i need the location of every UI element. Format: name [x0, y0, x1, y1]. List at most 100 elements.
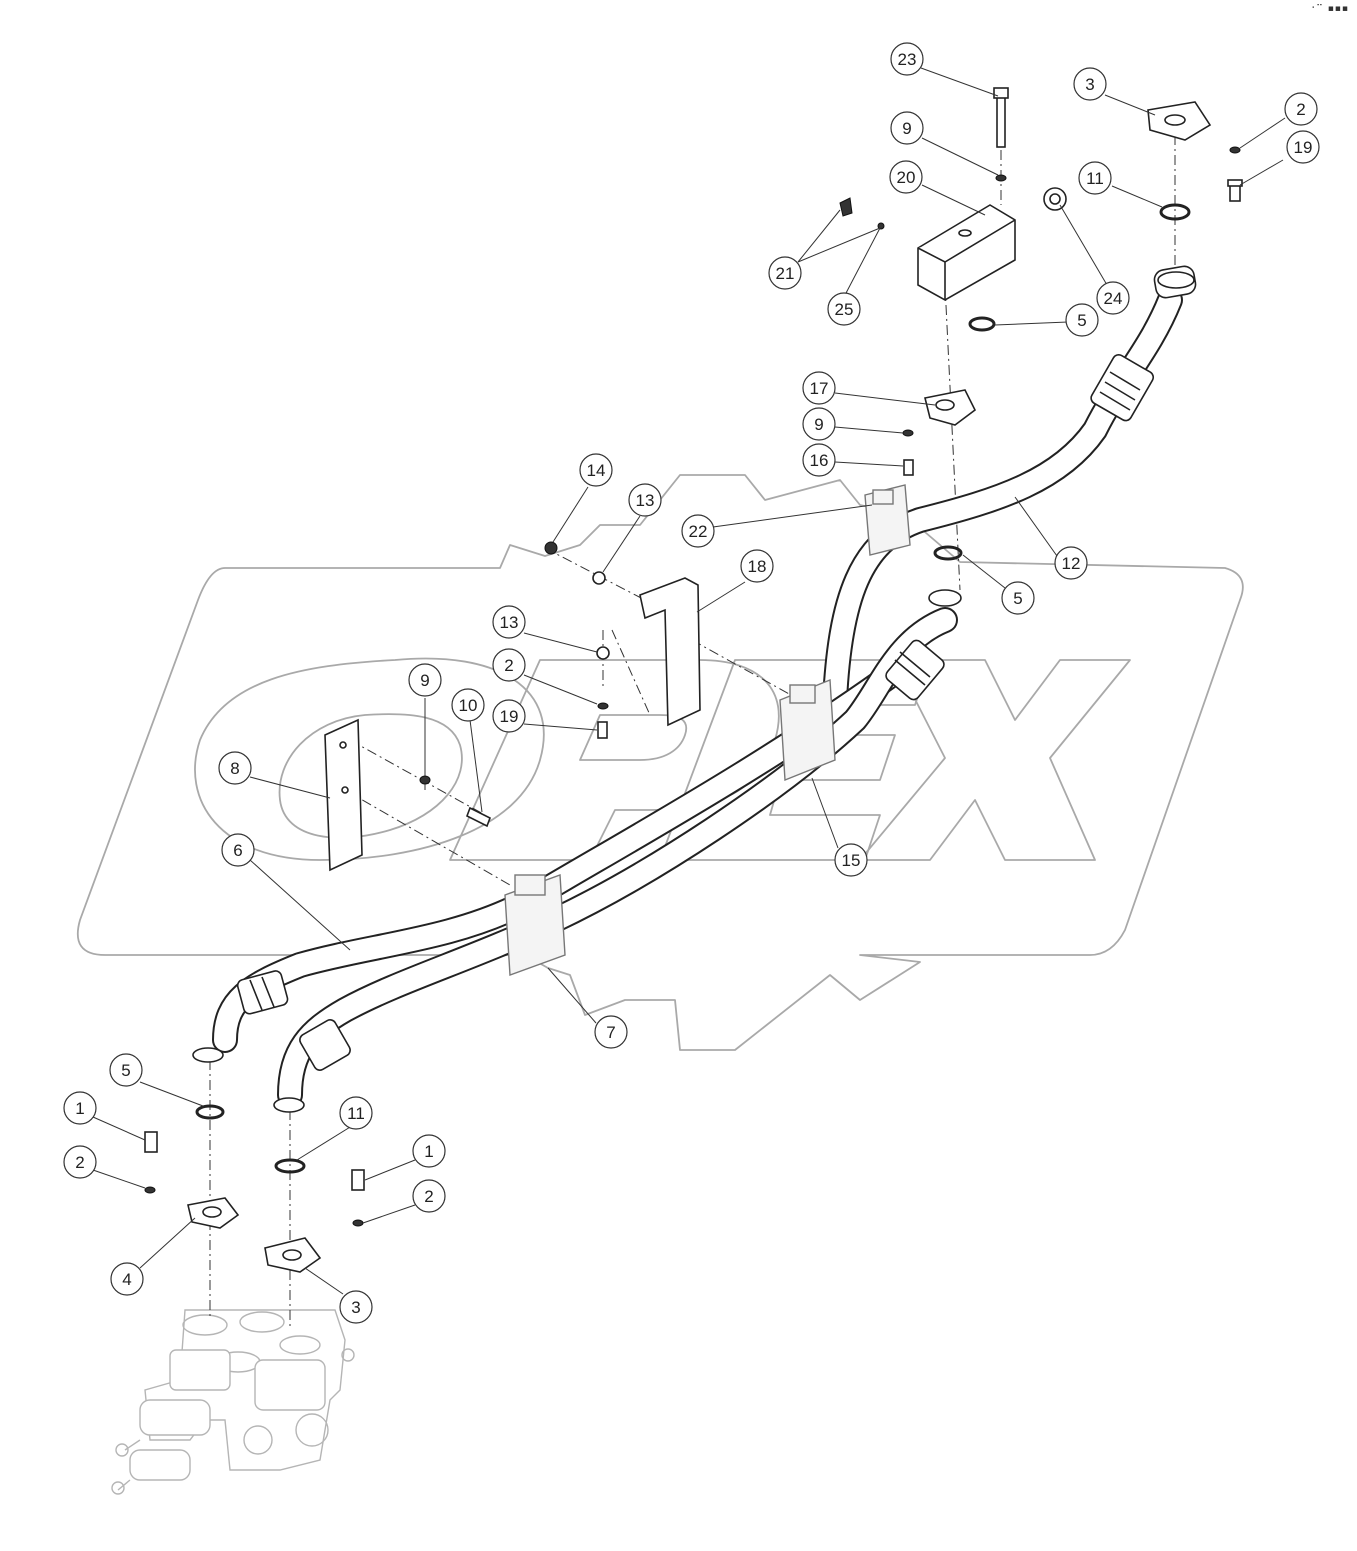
callout-circle [890, 111, 924, 145]
callout-label: 21 [776, 264, 795, 283]
callout-circle [579, 453, 613, 487]
callout-label: 20 [897, 168, 916, 187]
small-parts [144, 87, 1243, 1273]
callout-label: 9 [814, 415, 823, 434]
callout-label: 15 [842, 851, 861, 870]
callout-14: 14 [579, 453, 613, 487]
callout-5: 5 [1001, 581, 1035, 615]
callout-15: 15 [834, 843, 868, 877]
callout-label: 1 [424, 1142, 433, 1161]
callout-13: 13 [628, 483, 662, 517]
callout-label: 2 [424, 1187, 433, 1206]
callout-23: 23 [890, 42, 924, 76]
callout-label: 6 [233, 841, 242, 860]
callout-circle [1001, 581, 1035, 615]
callout-label: 7 [606, 1023, 615, 1042]
callout-18: 18 [740, 549, 774, 583]
callout-circle [339, 1096, 373, 1130]
callout-circle [802, 371, 836, 405]
callout-circle [802, 407, 836, 441]
callout-circle [1286, 130, 1320, 164]
callout-label: 19 [500, 707, 519, 726]
callout-20: 20 [889, 160, 923, 194]
callout-21: 21 [768, 256, 802, 290]
callout-2: 2 [412, 1179, 446, 1213]
callout-circle [110, 1262, 144, 1296]
callout-label: 9 [420, 671, 429, 690]
callout-label: 14 [587, 461, 606, 480]
plate-8 [324, 718, 363, 872]
callout-label: 17 [810, 379, 829, 398]
callout-9: 9 [890, 111, 924, 145]
callout-circle [740, 549, 774, 583]
callout-circle [109, 1053, 143, 1087]
callout-label: 3 [1085, 75, 1094, 94]
callout-22: 22 [681, 514, 715, 548]
callout-2: 2 [1284, 92, 1318, 126]
callout-circle [1054, 546, 1088, 580]
corner-mark: ⠐⠉ ▪▪▪ [1308, 4, 1349, 14]
callout-19: 19 [1286, 130, 1320, 164]
callout-circle [492, 699, 526, 733]
callout-label: 2 [504, 656, 513, 675]
callout-2: 2 [492, 648, 526, 682]
callout-label: 3 [351, 1298, 360, 1317]
callout-circle [412, 1179, 446, 1213]
callout-3: 3 [339, 1290, 373, 1324]
callout-circle [1073, 67, 1107, 101]
center-lines [209, 110, 1176, 1330]
callout-8: 8 [218, 751, 252, 785]
callout-label: 13 [636, 491, 655, 510]
callout-19: 19 [492, 699, 526, 733]
callout-3: 3 [1073, 67, 1107, 101]
leader-lines [92, 67, 1286, 1295]
callout-label: 8 [230, 759, 239, 778]
manifold-block-20 [917, 204, 1016, 301]
callout-label: 23 [898, 50, 917, 69]
callout-7: 7 [594, 1015, 628, 1049]
callout-24: 24 [1096, 281, 1130, 315]
bracket-18 [639, 577, 701, 727]
callout-5: 5 [1065, 303, 1099, 337]
callout-1: 1 [412, 1134, 446, 1168]
callout-circle [594, 1015, 628, 1049]
callout-circle [681, 514, 715, 548]
callout-label: 12 [1062, 554, 1081, 573]
callout-label: 1 [75, 1099, 84, 1118]
callout-1: 1 [63, 1091, 97, 1125]
watermark-letter-o [194, 657, 545, 861]
hose-clamps [504, 484, 911, 976]
callout-4: 4 [110, 1262, 144, 1296]
control-valve-ghost [111, 1309, 355, 1495]
callout-circle [827, 292, 861, 326]
callout-label: 5 [1077, 311, 1086, 330]
callout-label: 16 [810, 451, 829, 470]
callout-11: 11 [1078, 161, 1112, 195]
callout-circle [63, 1091, 97, 1125]
callout-6: 6 [221, 833, 255, 867]
callout-circle [802, 443, 836, 477]
callout-circle [63, 1145, 97, 1179]
callout-label: 2 [1296, 100, 1305, 119]
callout-5: 5 [109, 1053, 143, 1087]
callout-circle [492, 648, 526, 682]
callout-circle [628, 483, 662, 517]
callout-circle [1078, 161, 1112, 195]
callout-circle [1284, 92, 1318, 126]
callout-label: 25 [835, 300, 854, 319]
callout-9: 9 [802, 407, 836, 441]
callout-label: 19 [1294, 138, 1313, 157]
callout-circle [1096, 281, 1130, 315]
callout-12: 12 [1054, 546, 1088, 580]
callout-label: 10 [459, 696, 478, 715]
callout-label: 11 [347, 1104, 365, 1123]
callout-circle [1065, 303, 1099, 337]
callout-2: 2 [63, 1145, 97, 1179]
callout-label: 22 [689, 522, 708, 541]
callout-circle [221, 833, 255, 867]
callout-9: 9 [408, 663, 442, 697]
callout-label: 5 [121, 1061, 130, 1080]
callout-25: 25 [827, 292, 861, 326]
